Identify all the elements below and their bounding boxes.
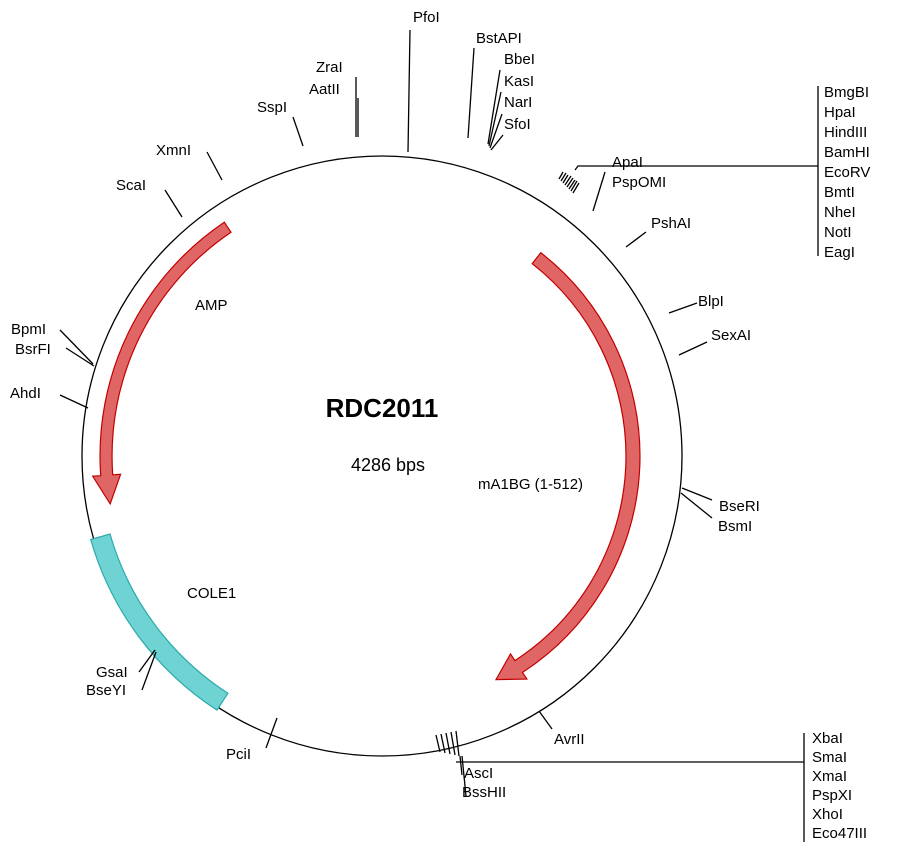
site-bsshii-label[interactable]: BssHII: [462, 784, 506, 801]
mcs-top-1[interactable]: HpaI: [824, 104, 856, 121]
site-mcs-top-ticks: [558, 171, 580, 194]
mcs-top-7[interactable]: NotI: [824, 224, 852, 241]
mcs-bottom-5[interactable]: Eco47III: [812, 825, 867, 842]
site-bseyi-label[interactable]: BseYI: [86, 682, 126, 699]
site-pcii-label[interactable]: PciI: [226, 746, 251, 763]
mcs-top-5[interactable]: BmtI: [824, 184, 855, 201]
site-scai-line: [164, 189, 183, 218]
feature-cole1-block[interactable]: [89, 533, 229, 711]
site-xmni-label[interactable]: XmnI: [156, 142, 191, 159]
site-bpmi-label[interactable]: BpmI: [11, 321, 46, 338]
site-pshai-line: [625, 231, 647, 248]
mcs-bottom-3[interactable]: PspXI: [812, 787, 852, 804]
site-kasi-label[interactable]: KasI: [504, 73, 534, 90]
site-aatii-label[interactable]: AatII: [309, 81, 340, 98]
site-sexai-line: [678, 341, 708, 356]
site-ahdi-line: [59, 394, 89, 409]
site-mcs-bottom-ticks: [435, 730, 460, 757]
site-gsai-label[interactable]: GsaI: [96, 664, 128, 681]
site-narl-group-lines: [487, 69, 504, 151]
site-bstapi-line: [467, 47, 475, 139]
plasmid-size: 4286 bps: [351, 455, 425, 475]
site-bbei-label[interactable]: BbeI: [504, 51, 535, 68]
site-scai-label[interactable]: ScaI: [116, 177, 146, 194]
site-sspi-line: [292, 116, 304, 147]
feature-amp-arrow[interactable]: [91, 221, 232, 506]
feature-cole1-label: COLE1: [187, 585, 236, 602]
site-bsmi-group-lines: [680, 487, 713, 519]
site-bsmi-label[interactable]: BsmI: [718, 518, 752, 535]
site-avrii-line: [538, 710, 553, 730]
mcs-top-labels: BmgBI HpaI HindIII BamHI EcoRV BmtI NheI…: [824, 84, 870, 261]
site-pspomi-label[interactable]: PspOMI: [612, 174, 666, 191]
site-bseyi-group-lines: [138, 649, 157, 691]
mcs-bottom-1[interactable]: SmaI: [812, 749, 847, 766]
mcs-bottom-0[interactable]: XbaI: [812, 730, 843, 747]
site-blpi-line: [668, 302, 698, 314]
site-blpi-label[interactable]: BlpI: [698, 293, 724, 310]
site-sfoi-label[interactable]: SfoI: [504, 116, 531, 133]
site-ahdi-label[interactable]: AhdI: [10, 385, 41, 402]
mcs-bottom-labels: XbaI SmaI XmaI PspXI XhoI Eco47III: [812, 730, 867, 842]
site-bstapi-label[interactable]: BstAPI: [476, 30, 522, 47]
site-pshai-label[interactable]: PshAI: [651, 215, 691, 232]
site-apai-group-lines: [592, 171, 606, 212]
mcs-bottom-4[interactable]: XhoI: [812, 806, 843, 823]
site-pfoi-label[interactable]: PfoI: [413, 9, 440, 26]
site-xmni-line: [206, 151, 223, 181]
site-nari-label[interactable]: NarI: [504, 94, 532, 111]
mcs-top-leader: [574, 165, 818, 171]
feature-a1bg-arrow[interactable]: [494, 251, 641, 681]
mcs-top-3[interactable]: BamHI: [824, 144, 870, 161]
site-asci-label[interactable]: AscI: [464, 765, 493, 782]
site-pfoi-line: [407, 29, 411, 153]
site-apai-label[interactable]: ApaI: [612, 154, 643, 171]
mcs-top-2[interactable]: HindIII: [824, 124, 867, 141]
site-sexai-label[interactable]: SexAI: [711, 327, 751, 344]
site-aatii-group-lines: [355, 77, 359, 137]
mcs-top-4[interactable]: EcoRV: [824, 164, 870, 181]
site-zrai-label[interactable]: ZraI: [316, 59, 343, 76]
site-bsrfi-label[interactable]: BsrFI: [15, 341, 51, 358]
mcs-top-6[interactable]: NheI: [824, 204, 856, 221]
site-sspi-label[interactable]: SspI: [257, 99, 287, 116]
site-bseri-label[interactable]: BseRI: [719, 498, 760, 515]
plasmid-backbone: [81, 155, 683, 757]
site-bsrfi-group-lines: [59, 329, 95, 367]
feature-a1bg-label: mA1BG (1-512): [478, 476, 583, 493]
mcs-top-0[interactable]: BmgBI: [824, 84, 869, 101]
mcs-bottom-2[interactable]: XmaI: [812, 768, 847, 785]
site-avrii-label[interactable]: AvrII: [554, 731, 585, 748]
site-pcii-line: [265, 717, 278, 749]
site-asci-group-lines: [459, 755, 467, 797]
plasmid-name: RDC2011: [326, 393, 439, 423]
mcs-top-8[interactable]: EagI: [824, 244, 855, 261]
feature-amp-label: AMP: [195, 297, 228, 314]
